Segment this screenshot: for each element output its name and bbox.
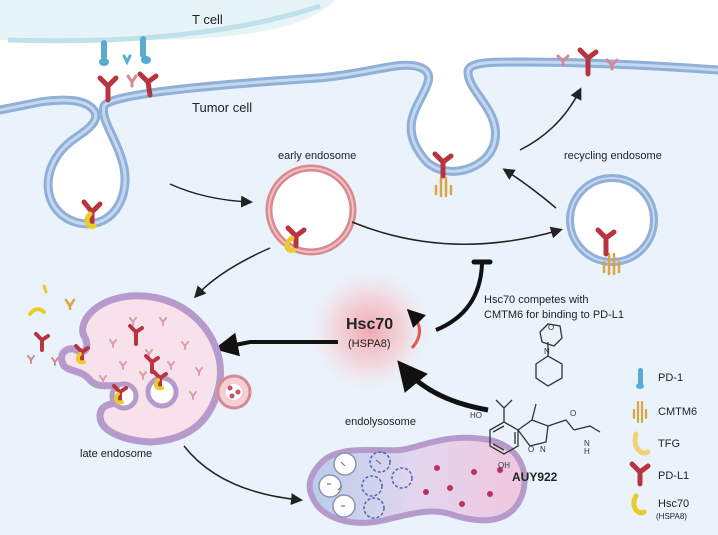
arrow-recycling-to-pit <box>502 168 557 209</box>
competes-line-2: CMTM6 for binding to PD-L1 <box>484 309 624 321</box>
legend-cmtm6: CMTM6 <box>658 406 698 418</box>
early-endosome <box>265 164 357 256</box>
late-endosome <box>58 292 224 446</box>
tumor-cell-label: Tumor cell <box>192 100 253 115</box>
auy922-atom-n2: N <box>540 445 546 454</box>
auy922-atom-oh: OH <box>498 461 510 470</box>
late-endosome-label: late endosome <box>80 448 153 460</box>
auy922-atom-nh: N <box>584 439 590 448</box>
pdl1-cmtm6-pit <box>432 151 454 198</box>
arrow-late-to-lysosome <box>183 445 303 506</box>
auy922-structure <box>489 323 601 455</box>
auy922-atom-n: N <box>544 347 550 356</box>
pdl1-membrane-2 <box>137 71 159 98</box>
early-endosome-label: early endosome <box>278 150 357 162</box>
t-cell-label: T cell <box>192 12 223 27</box>
legend-hsc70: Hsc70 <box>658 498 690 510</box>
cmtm6-icon <box>632 400 648 424</box>
arrow-hsc70-to-late <box>214 332 338 357</box>
pd1-receptor-1 <box>99 40 109 66</box>
t-cell <box>0 0 335 44</box>
hsc70-icon <box>631 493 647 516</box>
arrow-early-to-late <box>193 247 271 299</box>
auy922-label: AUY922 <box>512 470 558 484</box>
auy922-atom-o3: O <box>570 409 576 418</box>
pd1-icon <box>636 368 644 389</box>
tfg-icon <box>632 431 651 456</box>
auy922-atom-ho: HO <box>470 411 482 420</box>
pdl1-hsc70-pit <box>81 199 103 229</box>
pdl1-fragment-top <box>126 74 138 88</box>
recycling-endosome-label: recycling endosome <box>564 150 662 162</box>
recycling-endosome <box>566 174 658 276</box>
pdl1-released <box>577 47 599 77</box>
pd1-receptor-2 <box>140 36 151 64</box>
hsc70-subtitle: (HSPA8) <box>348 338 391 350</box>
legend-pd1: PD-1 <box>658 372 684 384</box>
legend-tfg: TFG <box>658 438 680 450</box>
legend-pdl1: PD-L1 <box>658 470 690 482</box>
free-pdl1-hsc70 <box>27 284 76 366</box>
pdl1-icon <box>629 461 651 487</box>
arrow-auy922-to-hsc70 <box>397 360 489 413</box>
hsc70-title: Hsc70 <box>346 316 394 333</box>
auy922-atom-h: H <box>584 447 590 456</box>
small-vesicle <box>216 374 252 410</box>
pdl1-membrane-1 <box>97 75 119 103</box>
endolysosome <box>306 434 528 526</box>
arrow-pit-to-early <box>169 183 253 208</box>
pd1-fragment <box>122 54 132 66</box>
arrow-early-to-recycling <box>351 221 563 245</box>
endolysosome-label: endolysosome <box>345 416 416 428</box>
legend-hsc70-sub: (HSPA8) <box>656 512 687 521</box>
competes-line-1: Hsc70 competes with <box>484 294 589 306</box>
auy922-atom-o: O <box>548 323 554 332</box>
pdl1-fragment-released <box>556 54 619 71</box>
hsc70-up-arrow <box>406 308 426 349</box>
auy922-atom-o2: O <box>528 445 534 454</box>
arrow-pit-to-surface <box>519 87 582 151</box>
inhibition-arrow <box>435 259 493 332</box>
